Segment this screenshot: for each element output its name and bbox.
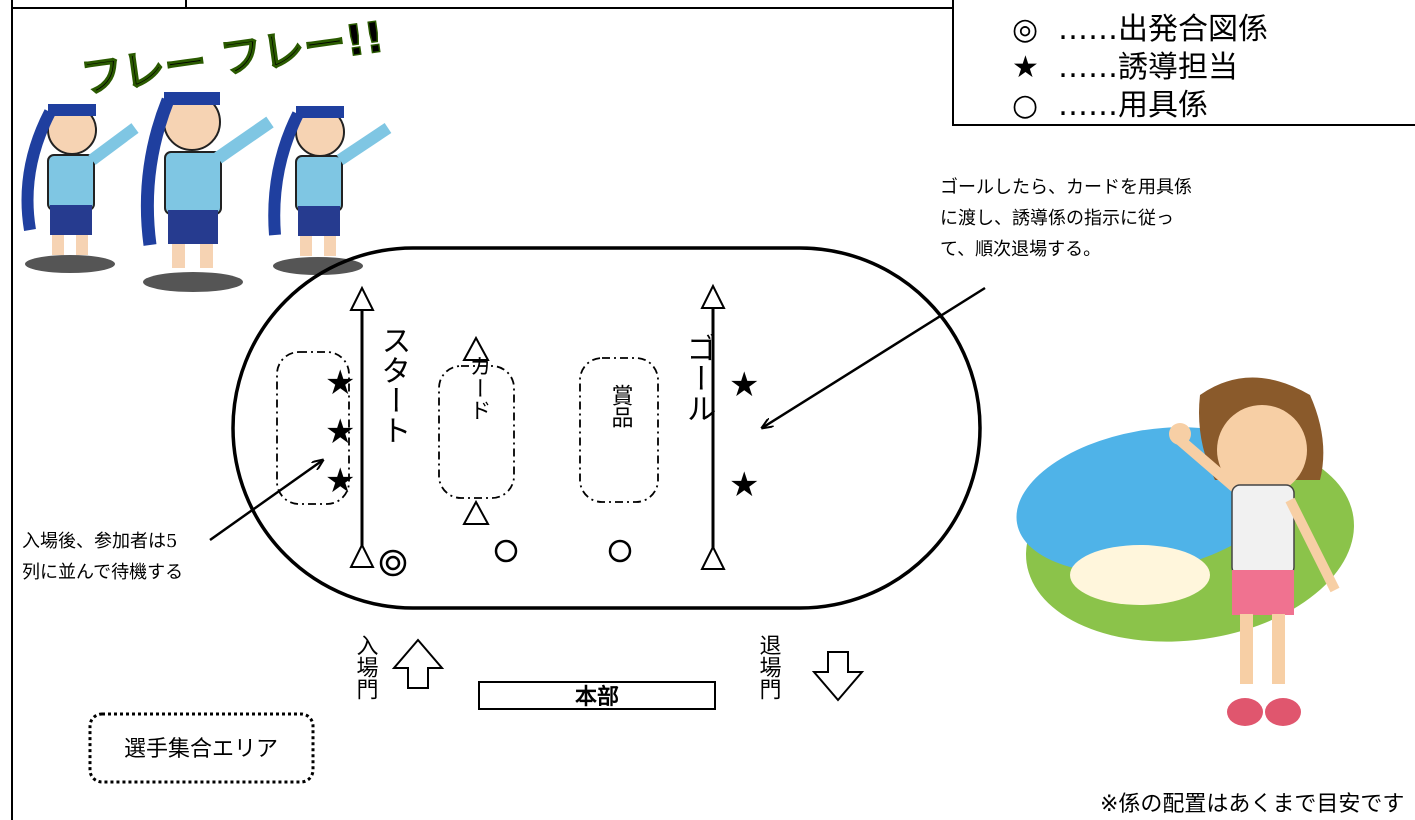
card-top-marker <box>462 335 490 361</box>
headquarters-label: 本部 <box>575 684 619 710</box>
card-label: カード <box>466 355 491 421</box>
card-bottom-marker <box>462 499 490 525</box>
guide-star-icon: ★ <box>325 363 355 403</box>
legend-item-starter: ◎ ……出発合図係 <box>1012 13 1268 47</box>
exit-gate-label: 退場門 <box>756 634 782 700</box>
legend-item-label: ……出発合図係 <box>1058 12 1268 47</box>
waiting-area-box <box>276 351 350 505</box>
card-area-box <box>438 365 515 499</box>
cheer-text: フレー フレー!! <box>78 12 387 103</box>
double-circle-icon: ◎ <box>1012 12 1039 47</box>
goal-note-arrow <box>762 286 986 428</box>
exit-arrow-icon <box>811 651 865 702</box>
cheering-students-illustration: フレー フレー!! <box>21 11 392 292</box>
guide-star-icon: ★ <box>325 412 355 452</box>
goal-line <box>700 283 726 570</box>
entrance-gate-label: 入場門 <box>353 634 379 700</box>
track-oval <box>231 246 982 610</box>
guide-star-icon: ★ <box>325 461 355 501</box>
start-line <box>349 285 375 568</box>
equipment-circle-icon <box>608 539 632 563</box>
assembly-area-label: 選手集合エリア <box>124 737 278 762</box>
guide-star-icon: ★ <box>729 465 759 505</box>
legend-item-equipment: ○ ……用具係 <box>1012 89 1208 123</box>
guide-star-icon: ★ <box>729 365 759 405</box>
star-icon: ★ <box>1012 50 1039 85</box>
headquarters-box <box>478 681 716 710</box>
legend-item-label: ……用具係 <box>1058 88 1208 123</box>
start-label: スタート <box>376 325 411 445</box>
equipment-circle-icon <box>494 539 518 563</box>
starter-double-circle-icon <box>379 549 407 577</box>
legend-item-label: ……誘導担当 <box>1058 50 1238 85</box>
waving-girl-illustration <box>1016 377 1354 726</box>
entry-note-arrow <box>209 460 323 542</box>
legend-box: ◎ ……出発合図係 ★ ……誘導担当 ○ ……用具係 <box>952 0 1415 126</box>
prize-label: 賞品 <box>608 384 633 428</box>
legend-item-guide: ★ ……誘導担当 <box>1012 51 1238 85</box>
guide-star-markers: ★ ★ ★ ★ ★ <box>325 363 759 505</box>
goal-instruction-note: ゴールしたら、カードを用具係 に渡し、誘導係の指示に従っ て、順次退場する。 <box>940 177 1192 260</box>
placement-footnote: ※係の配置はあくまで目安です <box>1100 792 1405 817</box>
circle-icon: ○ <box>1012 88 1039 123</box>
goal-label: ゴール <box>681 333 716 423</box>
prize-area-box <box>579 357 659 503</box>
assembly-area-box <box>88 712 315 784</box>
entrance-arrow-icon <box>391 638 445 689</box>
entry-instruction-note: 入場後、参加者は5 列に並んで待機する <box>22 531 184 583</box>
